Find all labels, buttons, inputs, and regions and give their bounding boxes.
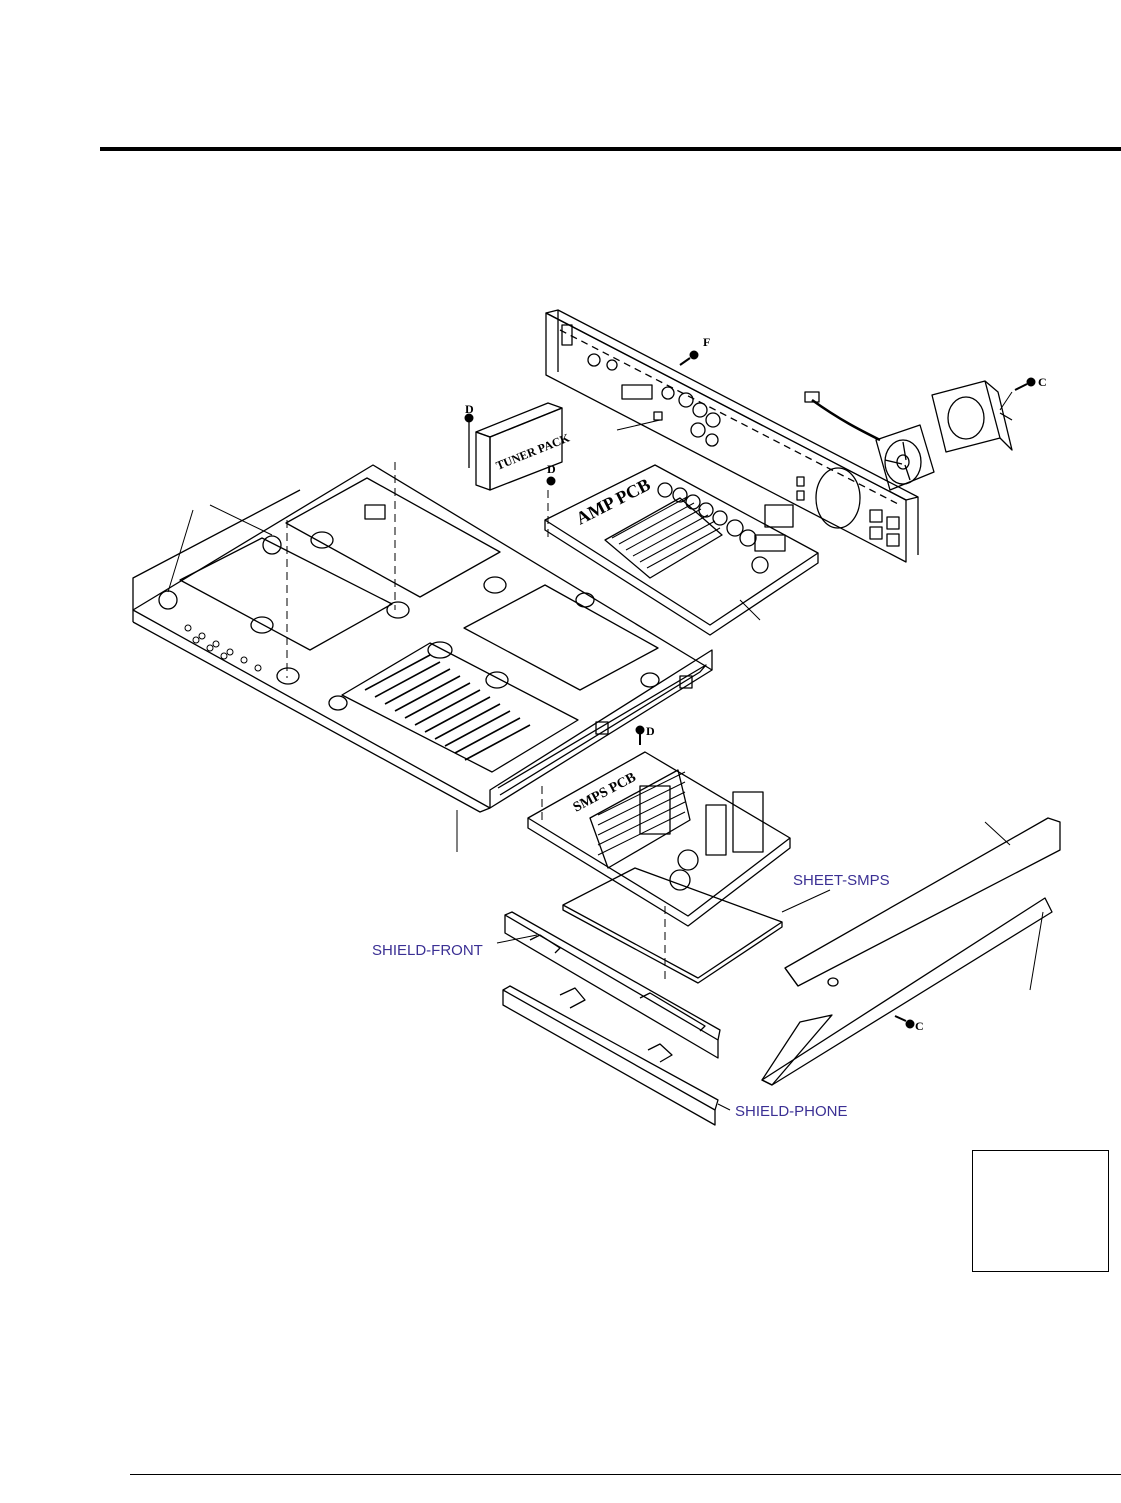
rear-panel [545,309,919,563]
screw-d-smps-label: D [646,724,655,738]
screw-c-fan-label: C [1038,375,1047,389]
amp-pcb-label: AMP PCB [573,474,654,528]
main-chassis [132,464,713,813]
screw-d-tuner-label: D [465,402,474,416]
tuner-pack [468,402,563,491]
side-rail-lower [761,897,1053,1086]
smps-pcb-label: SMPS PCB [571,770,639,816]
tuner-pack-label: TUNER PACK [494,430,572,472]
screw-d-amp [546,476,556,486]
screw-c-fan [1026,377,1036,387]
side-rail-upper [784,817,1061,987]
screw-f-label: F [703,335,710,349]
callout-shield-front: SHIELD-FRONT [372,942,483,959]
screw-d-smps [635,725,645,735]
screw-d-tuner [464,413,474,423]
screw-c-side [905,1019,915,1029]
note-box [972,1150,1109,1272]
callout-shield-phone: SHIELD-PHONE [735,1103,848,1120]
cooling-fan [804,391,935,491]
screws [464,350,1036,1029]
callout-sheet-smps: SHEET-SMPS [793,872,890,889]
header-rule [100,147,1121,151]
sheet-smps [562,867,783,984]
screw-d-amp-label: D [547,462,556,476]
shield-phone [502,985,719,1126]
fan-holder [931,380,1013,453]
footer-rule [130,1474,1121,1475]
amp-pcb-board [544,464,819,636]
screw-f [689,350,699,360]
smps-pcb-board [527,751,791,927]
shield-front [504,911,721,1059]
screw-c-side-label: C [915,1019,924,1033]
